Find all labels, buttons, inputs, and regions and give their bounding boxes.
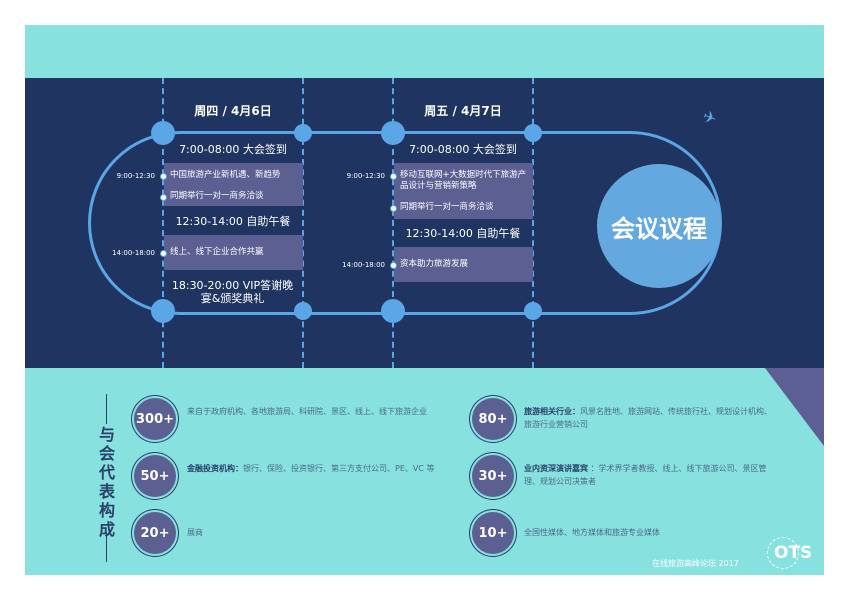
count-badge: 20+ [134,512,176,554]
bullet-icon [160,173,167,180]
attendee-desc: 旅游相关行业：风景名胜地、旅游网站、传统旅行社、规划设计机构、旅游行业营销公司 [524,407,772,429]
track-node [524,302,542,320]
session-item: 同期举行一对一商务洽谈 [170,191,264,201]
track-node [294,124,312,142]
ots-logo: OTS [774,543,813,563]
attendee-desc: 金融投资机构：银行、保险、投资银行、第三方支付公司、PE、VC 等 [187,464,435,473]
session-time: 14:00-18:00 [112,249,155,257]
bullet-icon [390,262,397,269]
session-box [394,247,533,282]
bullet-icon [390,173,397,180]
session-time: 9:00-12:30 [116,172,155,180]
count-badge: 80+ [472,398,514,440]
timeline-line [532,78,534,368]
day-label: 周四 / 4月6日 [194,104,272,118]
timeline-line [302,78,304,368]
bullet-icon [390,205,397,212]
count-badge: 30+ [472,455,514,497]
checkin: 7:00-08:00 大会签到 [179,143,287,156]
session-box [164,163,303,206]
divider [106,394,107,424]
track-node [294,302,312,320]
session-item: 资本助力旅游发展 [400,259,469,269]
divider [106,532,107,562]
timeline-line [162,78,164,368]
footer-text: 在线旅游高峰论坛 2017 [652,559,739,568]
session-box [394,163,533,219]
count-badge: 10+ [472,512,514,554]
checkin: 7:00-08:00 大会签到 [409,143,517,156]
session-time: 14:00-18:00 [342,261,385,269]
day-label: 周五 / 4月7日 [424,104,502,118]
lunch: 12:30-14:00 自助午餐 [405,227,521,240]
attendee-desc: 展商 [187,528,203,537]
track-node [151,121,175,145]
session-item: 移动互联网+大数据时代下旅游产品设计与营销新策略 [400,170,527,191]
track-node [151,299,175,323]
attendees-heading: 与会代表构成 [98,425,115,539]
track-node [524,124,542,142]
lunch: 12:30-14:00 自助午餐 [175,215,291,228]
agenda-title: 会议议程 [597,164,721,288]
bullet-icon [160,194,167,201]
session-time: 9:00-12:30 [346,172,385,180]
session-item: 中国旅游产业新机遇、新趋势 [170,170,281,180]
logo-ring [767,537,799,569]
track-node [381,121,405,145]
attendee-desc: 业内资深演讲嘉宾 ：学术界学者教授、线上、线下旅游公司、景区管理、规划公司决策者 [524,464,767,486]
count-badge: 50+ [134,455,176,497]
evening: 18:30-20:00 VIP答谢晚宴&颁奖典礼 [171,279,294,305]
session-box [164,235,303,270]
count-badge: 300+ [134,398,176,440]
bullet-icon [160,250,167,257]
timeline-line [392,78,394,368]
attendee-desc: 全国性媒体、地方媒体和旅游专业媒体 [524,528,660,537]
session-item: 同期举行一对一商务洽谈 [400,202,494,212]
track-node [381,299,405,323]
attendee-desc: 来自于政府机构、各地旅游局、科研院、景区、线上、线下旅游企业 [187,407,427,416]
session-item: 线上、线下企业合作共赢 [170,247,264,257]
